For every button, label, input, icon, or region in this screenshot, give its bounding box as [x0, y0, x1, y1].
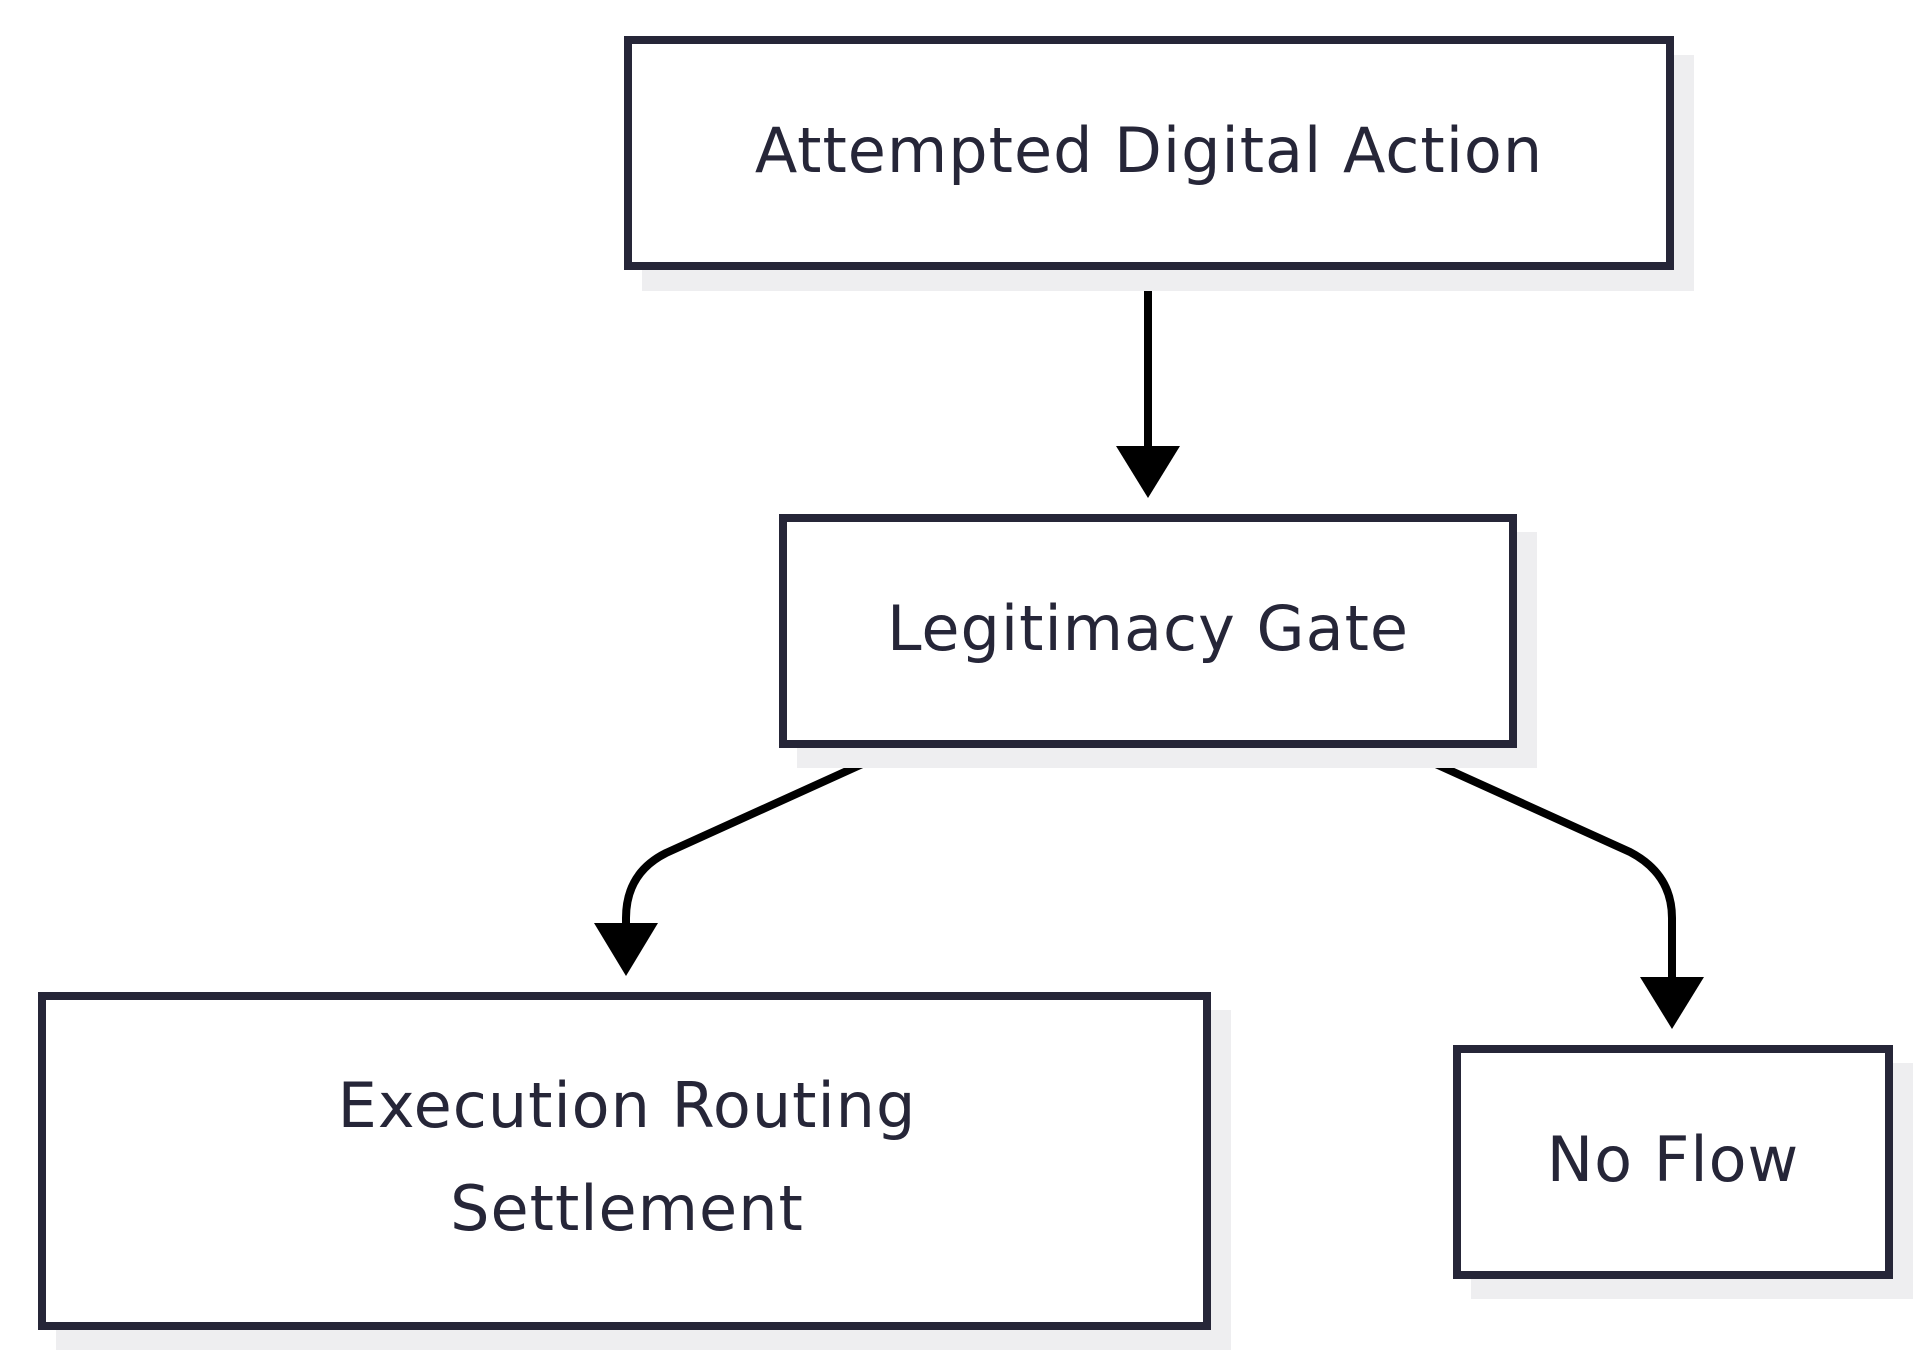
edge-gate-to-noflow-line: [1394, 742, 1676, 977]
node-border: [1453, 1045, 1893, 1279]
node-border: [38, 992, 1211, 1330]
node-execution-routing-settlement: Execution Routing Settlement: [38, 992, 1231, 1350]
arrowhead-down-icon: [1116, 446, 1180, 498]
node-label: Legitimacy Gate: [887, 592, 1409, 665]
edge-gate-to-execution-line: [622, 742, 904, 925]
arrowhead-down-icon: [594, 923, 658, 976]
node-label: No Flow: [1547, 1123, 1800, 1196]
edge-gate-to-noflow: [1394, 742, 1704, 1029]
node-no-flow: No Flow: [1453, 1045, 1913, 1299]
arrowhead-down-icon: [1640, 977, 1704, 1029]
node-attempted-digital-action: Attempted Digital Action: [624, 36, 1694, 291]
edge-gate-to-execution: [594, 742, 904, 976]
node-label: Attempted Digital Action: [755, 114, 1543, 187]
node-border: [624, 36, 1674, 270]
edge-action-to-gate: [1116, 270, 1180, 498]
node-border: [779, 514, 1517, 748]
node-label-line-2: Settlement: [450, 1172, 804, 1245]
node-label-line-1: Execution Routing: [338, 1069, 917, 1142]
node-legitimacy-gate: Legitimacy Gate: [779, 514, 1537, 768]
